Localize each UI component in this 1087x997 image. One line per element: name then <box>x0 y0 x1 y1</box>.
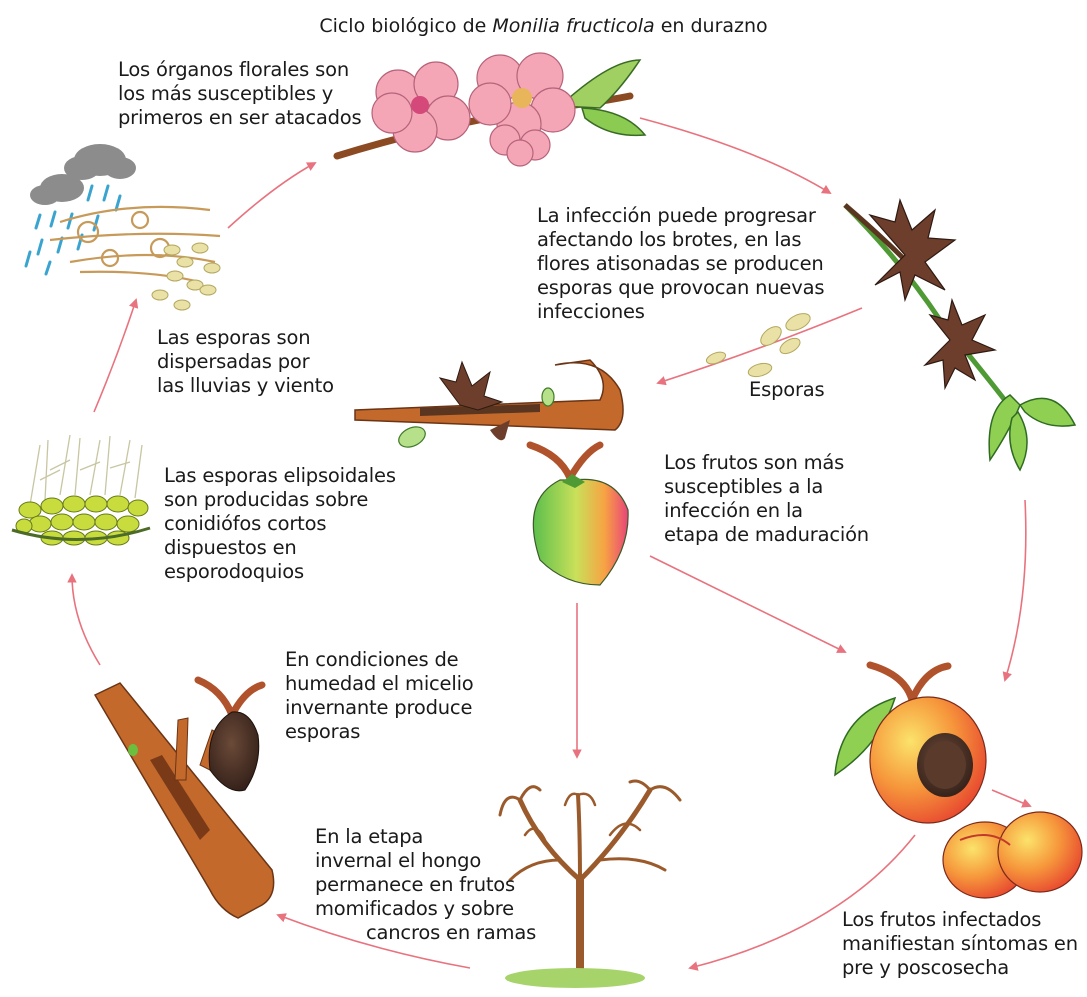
diagram-title: Ciclo biológico de Monilia fructicola en… <box>0 14 1087 38</box>
title-prefix: Ciclo biológico de <box>319 15 493 37</box>
arrow-twig-to-infected-peach <box>1002 499 1027 682</box>
label-spores: Esporas <box>749 378 825 401</box>
blighted-shoot <box>843 197 1077 472</box>
ripening-fruit <box>526 441 629 586</box>
tree-ground <box>505 968 645 988</box>
mummified-fruit <box>194 676 266 792</box>
title-species: Monilia fructicola <box>492 15 655 37</box>
label-infected-fruits: Los frutos infectados manifiestan síntom… <box>842 908 1078 979</box>
arrow-spores-to-branch <box>656 307 863 386</box>
title-suffix: en durazno <box>654 15 768 37</box>
sporodochia <box>11 434 151 546</box>
arrow-rain-to-blossom <box>227 162 317 229</box>
blossom-flower <box>489 124 551 167</box>
label-spore-dispersal: Las esporas son dispersadas por las lluv… <box>157 326 334 397</box>
hyphae <box>49 205 221 284</box>
label-winter-stage: En la etapa invernal el hongo permanece … <box>315 825 515 920</box>
arrow-peach-to-tree <box>688 834 916 971</box>
winter-tree <box>498 779 682 979</box>
label-spore-production: Las esporas elipsoidales son producidas … <box>164 464 396 583</box>
rain-cloud <box>24 144 136 276</box>
blossom-flower <box>371 61 471 153</box>
infected-branch <box>354 359 624 448</box>
cycle-arrows <box>67 117 1032 971</box>
label-fruit-susceptibility: Los frutos son más susceptibles a la inf… <box>664 451 869 546</box>
arrow-sporodochia-to-rain <box>93 298 139 413</box>
rotten-peach-pair <box>942 811 1083 899</box>
arrow-fruit-to-peach <box>649 555 847 653</box>
cankered-branch <box>93 682 275 919</box>
label-infection-progress: La infección puede progresar afectando l… <box>537 204 825 323</box>
blossom-flower <box>468 52 576 147</box>
arrow-tree-to-branch <box>276 913 471 969</box>
label-humidity: En condiciones de humedad el micelio inv… <box>285 648 474 743</box>
arrow-branch-to-sporodochia <box>67 573 101 666</box>
infected-peach <box>834 661 987 824</box>
peach-blossom-branch <box>333 52 647 167</box>
spores-cluster <box>151 242 221 311</box>
arrow-blossom-to-twig <box>639 117 832 195</box>
label-floral-organs: Los órganos florales son los más suscept… <box>118 58 362 129</box>
arrow-peach-to-rotten-pair <box>991 789 1032 808</box>
label-winter-stage-end: cancros en ramas <box>366 921 537 944</box>
spores-flying <box>705 313 811 378</box>
